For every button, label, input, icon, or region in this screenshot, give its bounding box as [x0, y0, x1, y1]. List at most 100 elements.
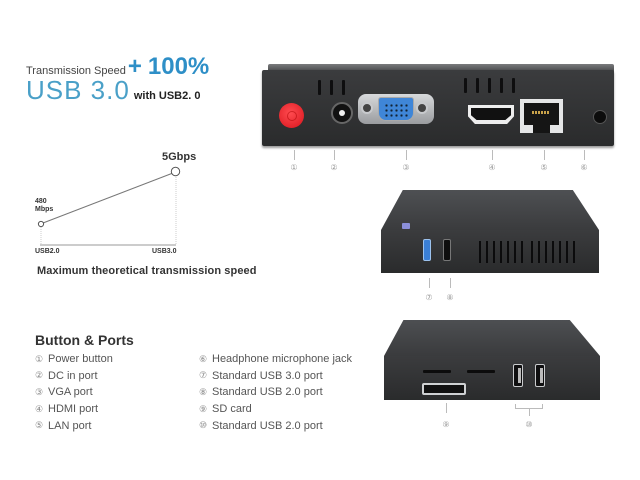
callout-2: ② [330, 163, 338, 172]
vent-slot [488, 78, 491, 93]
usb2-port-icon [443, 239, 451, 261]
callout-6: ⑥ [580, 163, 588, 172]
port-label: HDMI port [48, 403, 99, 416]
speed-line-chart [37, 166, 181, 246]
callout-line [544, 150, 545, 160]
callout-7: ⑦ [425, 293, 433, 302]
slot-opening [423, 370, 451, 373]
vent-slot [318, 80, 321, 95]
port-item: ① Power button [35, 351, 113, 368]
vent-slot [500, 78, 503, 93]
device-sd-side-image [384, 320, 600, 402]
x-label-usb3: USB3.0 [152, 248, 177, 255]
vent-slot [476, 78, 479, 93]
power-button-icon [279, 103, 304, 128]
device-side-face [381, 230, 599, 273]
label-480: 480 [35, 198, 47, 205]
callout-line [446, 403, 447, 413]
label-mbps: Mbps [35, 206, 54, 213]
device-usb-side-image [381, 190, 599, 275]
port-label: Headphone microphone jack [212, 353, 353, 366]
plus-sign: + [127, 53, 142, 80]
x-label-usb2: USB2.0 [35, 248, 60, 255]
port-number: ⑦ [199, 370, 208, 381]
callout-5: ⑤ [540, 163, 548, 172]
vent-slot [330, 80, 333, 95]
slot-opening [467, 370, 495, 373]
device-back-panel-image [262, 64, 614, 148]
callout-line [406, 150, 407, 160]
device-back-face [262, 70, 614, 146]
device-top-edge [268, 64, 614, 72]
port-label: DC in port [48, 369, 98, 382]
port-label: LAN port [48, 419, 92, 432]
port-number: ⑩ [199, 420, 208, 431]
usb3-title: USB 3.0 [26, 75, 130, 105]
transmission-speed-label: Transmission Speed [26, 65, 126, 77]
port-item: ⑧ Standard USB 2.0 port [199, 384, 352, 401]
port-item: ⑩ Standard USB 2.0 port [199, 417, 352, 434]
port-number: ⑧ [199, 386, 208, 397]
sd-card-slot-icon [422, 383, 466, 395]
callout-3: ③ [402, 163, 410, 172]
ports-title: Button & Ports [35, 332, 134, 348]
port-label: Standard USB 2.0 port [212, 386, 323, 399]
vent-slot [342, 80, 345, 95]
usb2-point [37, 220, 45, 228]
vga-screw [361, 102, 373, 114]
callout-line [529, 409, 530, 416]
vga-screw [416, 102, 428, 114]
vga-connector [378, 97, 414, 121]
port-number: ⑨ [199, 403, 208, 414]
callout-10: ⑩ [525, 420, 533, 429]
hdmi-port-icon [468, 105, 514, 124]
device-side-face [384, 356, 600, 400]
port-number: ⑤ [35, 420, 44, 431]
usb2-port-icon [535, 364, 545, 387]
lan-port-icon [520, 99, 563, 133]
port-number: ④ [35, 403, 44, 414]
brand-logo-icon [402, 223, 410, 229]
trend-line [42, 172, 174, 224]
usb3-point [170, 166, 181, 177]
port-item: ④ HDMI port [35, 401, 113, 418]
usb2-port-icon [513, 364, 523, 387]
vent-slot [464, 78, 467, 93]
callout-line [294, 150, 295, 160]
port-number: ⑥ [199, 353, 208, 364]
callout-line [584, 150, 585, 160]
vga-port-icon [358, 94, 434, 124]
ports-list-right: ⑥ Headphone microphone jack ⑦ Standard USB… [199, 351, 352, 434]
port-number: ① [35, 353, 44, 364]
callout-line [450, 278, 451, 288]
callout-4: ④ [488, 163, 496, 172]
callout-line [429, 278, 430, 288]
label-480mbps: 480 Mbps [35, 198, 53, 214]
callout-8: ⑧ [446, 293, 454, 302]
device-top-surface [384, 320, 600, 356]
label-5gbps: 5Gbps [162, 151, 197, 163]
speed-chart: 5Gbps 480 Mbps USB2.0 USB3.0 Maximum the… [0, 145, 300, 285]
callout-1: ① [290, 163, 298, 172]
port-label: SD card [212, 403, 252, 416]
port-item: ⑥ Headphone microphone jack [199, 351, 352, 368]
device-top-surface [381, 190, 599, 230]
headline: Transmission Speed + 100% USB 3.0 with U… [26, 53, 210, 105]
vent-slot [512, 78, 515, 93]
chart-caption: Maximum theoretical transmission speed [37, 265, 257, 277]
percent-increase: 100% [147, 53, 210, 80]
port-label: Power button [48, 353, 113, 366]
port-label: Standard USB 2.0 port [212, 419, 323, 432]
dc-in-port-icon [331, 102, 353, 124]
port-number: ③ [35, 386, 44, 397]
callout-line [492, 150, 493, 160]
port-item: ⑦ Standard USB 3.0 port [199, 368, 352, 385]
port-label: Standard USB 3.0 port [212, 369, 323, 382]
with-usb2-label: with USB2. 0 [133, 90, 201, 102]
port-item: ⑨ SD card [199, 401, 352, 418]
port-item: ⑤ LAN port [35, 417, 113, 434]
usb3-port-icon [423, 239, 431, 261]
